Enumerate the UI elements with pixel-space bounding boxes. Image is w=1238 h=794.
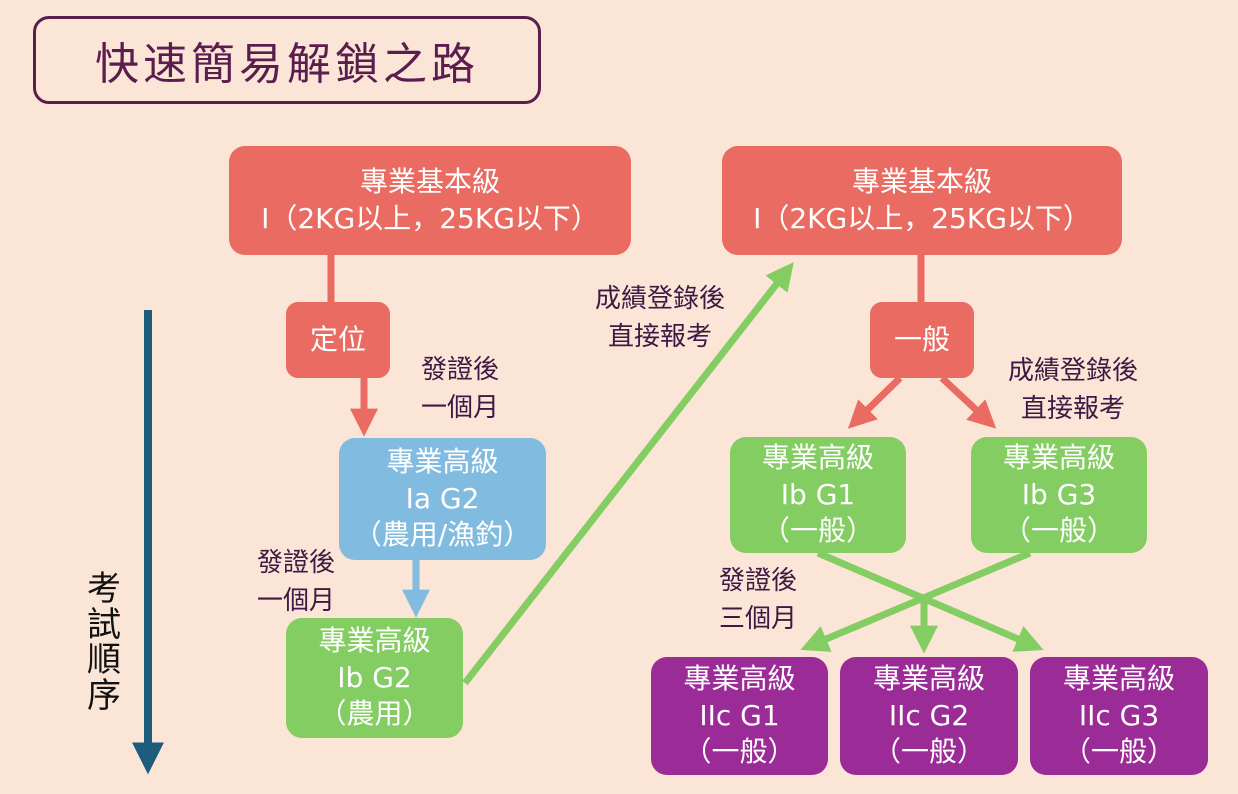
exam-order-char: 試 (87, 604, 121, 645)
box-line: （一般） (1002, 514, 1115, 548)
left-ib-to-right-basic-arrow (462, 262, 794, 686)
box-line: 專業高級 (683, 662, 796, 696)
left-advanced-ib-g2-box: 專業高級 Ib G2 （農用） (286, 618, 463, 738)
exam-order-char: 順 (87, 640, 121, 681)
box-line: Ib G2 (337, 660, 412, 694)
note-line: 三個月 (718, 603, 797, 634)
left-note-after-ia: 發證後 一個月 (241, 545, 351, 620)
left-tag-positioning: 定位 (286, 302, 390, 378)
exam-order-char: 序 (87, 676, 121, 717)
box-line: 專業高級 (872, 662, 985, 696)
exam-order-label: 考 試 順 序 (84, 569, 124, 717)
note-line: 發證後 (420, 355, 499, 385)
box-line: I（2KG以上，25KG以下） (261, 201, 599, 235)
note-line: 成績登錄後 (594, 284, 725, 314)
box-line: （一般） (1062, 735, 1175, 769)
right-advanced-iic-g3-box: 專業高級 IIc G3 （一般） (1030, 657, 1208, 775)
box-line: Ib G1 (780, 477, 856, 511)
box-line: IIc G2 (888, 698, 970, 732)
note-line: 一個月 (256, 585, 335, 616)
box-line: Ia G2 (405, 481, 480, 515)
box-line: Ib G3 (1021, 477, 1097, 511)
right-tag-general: 一般 (870, 302, 974, 378)
box-line: 專業基本級 (851, 165, 992, 199)
exam-order-char: 考 (87, 569, 121, 609)
box-line: 專業高級 (318, 624, 431, 658)
box-line: IIc G1 (699, 698, 780, 732)
box-line: 專業高級 (1002, 441, 1115, 475)
box-line: （一般） (761, 514, 874, 548)
right-tag-to-ib-g3-arrow (939, 375, 997, 429)
note-line: 一個月 (420, 392, 499, 423)
right-basic-level-box: 專業基本級 I（2KG以上，25KG以下） (722, 146, 1122, 255)
note-line: 發證後 (718, 566, 797, 596)
left-basic-level-box: 專業基本級 I（2KG以上，25KG以下） (229, 146, 631, 255)
tag-label: 定位 (309, 322, 366, 356)
cross-note-direct-exam: 成績登錄後 直接報考 (575, 281, 745, 356)
box-line: （農用/漁釣） (353, 518, 532, 552)
right-note-direct-exam: 成績登錄後 直接報考 (988, 353, 1158, 428)
box-line: IIc G3 (1078, 698, 1160, 732)
right-advanced-ib-g3-box: 專業高級 Ib G3 （一般） (971, 437, 1147, 553)
box-line: （農用） (318, 697, 431, 731)
title-box: 快速簡易解鎖之路 (33, 16, 541, 104)
note-line: 直接報考 (607, 321, 712, 352)
box-line: （一般） (872, 735, 985, 769)
note-line: 發證後 (256, 548, 335, 578)
right-advanced-ib-g1-box: 專業高級 Ib G1 （一般） (730, 437, 906, 553)
left-note-after-basic: 發證後 一個月 (405, 352, 515, 427)
box-line: 專業高級 (761, 441, 874, 475)
page-title: 快速簡易解鎖之路 (95, 39, 479, 90)
right-advanced-iic-g2-box: 專業高級 IIc G2 （一般） (840, 657, 1018, 775)
box-line: 專業高級 (386, 445, 499, 479)
right-note-three-months: 發證後 三個月 (703, 563, 813, 638)
right-tag-to-ib-g1-arrow (847, 375, 903, 429)
tag-label: 一般 (893, 322, 950, 356)
box-line: （一般） (683, 735, 796, 769)
box-line: 專業基本級 (359, 165, 500, 199)
left-advanced-ia-g2-box: 專業高級 Ia G2 （農用/漁釣） (339, 438, 546, 560)
box-line: I（2KG以上，25KG以下） (753, 201, 1091, 235)
right-advanced-iic-g1-box: 專業高級 IIc G1 （一般） (651, 657, 828, 775)
note-line: 直接報考 (1020, 393, 1125, 424)
note-line: 成績登錄後 (1007, 356, 1138, 386)
box-line: 專業高級 (1062, 662, 1175, 696)
